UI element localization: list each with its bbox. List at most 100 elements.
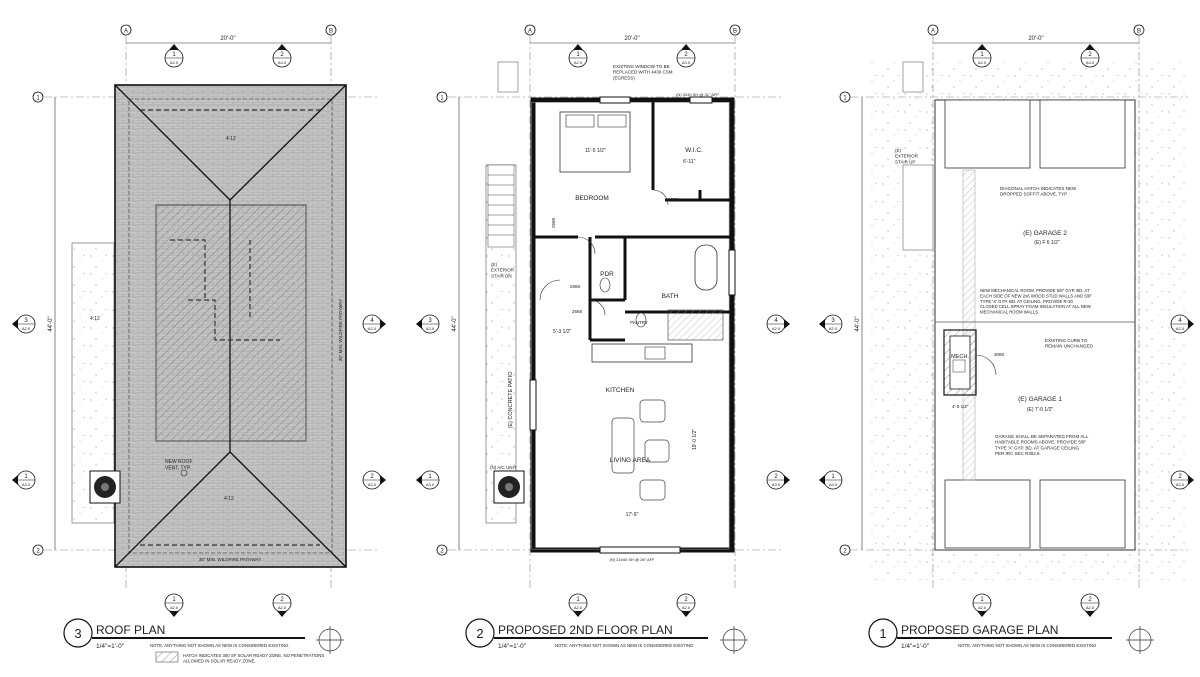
second-section-2-number: 2 <box>684 52 688 58</box>
second-plan-title: PROPOSED 2ND FLOOR PLAN <box>498 623 673 637</box>
roof-section-1-number: 1 <box>172 52 176 58</box>
dim-wic: 6'-11" <box>683 159 696 165</box>
roof-section-2b-sheet: A2.0 <box>278 605 287 610</box>
second-section-5-number: 1 <box>428 474 432 480</box>
roof-section-4-sheet: A2.0 <box>368 326 377 331</box>
garage-section-2b-sheet: A2.0 <box>1086 605 1095 610</box>
garage-grid-2-label: 2 <box>843 548 847 554</box>
roof-grid-2 <box>32 544 44 556</box>
door-tag-b: 2668 <box>570 284 581 289</box>
roof-grid-1 <box>32 91 44 103</box>
second-depth-dim: 44'-0" <box>452 316 458 331</box>
garage-mech-note: NEW MECHANICAL ROOM. PROVIDE 5/8" GYP. B… <box>980 288 1092 315</box>
dim-living-width: 17'-9" <box>626 512 639 518</box>
roof-ac-unit <box>89 470 121 504</box>
garage2-ceiling: (E) F 6 1/2" <box>1034 240 1060 246</box>
garage-plan-note: NOTE: ANYTHING NOT SHOWN AS NEW IS CONSI… <box>958 643 1097 648</box>
garage-section-6-number: 2 <box>1178 474 1182 480</box>
roof-section-4-number: 4 <box>370 318 374 324</box>
mech-door-tag: 3068 <box>994 352 1005 357</box>
garage-section-1-sheet: A2.0 <box>978 60 987 65</box>
roof-section-1b-number: 1 <box>172 597 176 603</box>
garage1-ceiling: (E) 7'-0 1/2" <box>1027 407 1054 413</box>
second-grid-2-label: 2 <box>440 548 444 554</box>
second-ac-unit <box>493 470 525 504</box>
garage-section-2b-number: 2 <box>1088 597 1092 603</box>
second-section-1b-number: 1 <box>576 597 580 603</box>
roof-plan: 20'-0" 44'-0" N <box>44 36 380 590</box>
second-plan-note: NOTE: ANYTHING NOT SHOWN AS NEW IS CONSI… <box>555 643 694 648</box>
garage-grid-b <box>1133 24 1145 36</box>
door-tag-d: 2668 <box>551 217 556 228</box>
roof-section-5-number: 1 <box>24 474 28 480</box>
second-section-4-sheet: A2.0 <box>772 326 781 331</box>
second-grid-1-label: 1 <box>440 95 444 101</box>
second-section-6-sheet: A3.0 <box>772 482 781 487</box>
garage-grid-2 <box>839 544 851 556</box>
roof-section-2-number: 2 <box>280 52 284 58</box>
second-section-3-number: 3 <box>428 318 432 324</box>
roof-slope-top: 4:12 <box>226 136 236 142</box>
garage-grid-1-label: 1 <box>843 95 847 101</box>
roof-grid-1-label: 1 <box>36 95 40 101</box>
second-section-2b-number: 2 <box>684 597 688 603</box>
second-section-1-number: 1 <box>576 52 580 58</box>
roof-section-3-sheet: A2.0 <box>22 326 31 331</box>
roof-section-1b-sheet: A2.0 <box>170 605 179 610</box>
room-bath: BATH <box>662 293 679 300</box>
room-kitchen: KITCHEN <box>606 387 635 394</box>
room-pdr: PDR <box>600 271 614 278</box>
second-grid-1 <box>436 91 448 103</box>
second-section-3-sheet: A2.0 <box>426 326 435 331</box>
second-section-1b-sheet: A2.0 <box>574 605 583 610</box>
garage-grid-1 <box>839 91 851 103</box>
room-garage1: (E) GARAGE 1 <box>1018 396 1062 403</box>
roof-plan-number: 3 <box>74 626 81 641</box>
second-section-1-sheet: A2.0 <box>574 60 583 65</box>
garage-plan-scale: 1/4"=1'-0" <box>901 643 930 650</box>
roof-width-dim: 20'-0" <box>220 36 235 42</box>
door-tag-c: 2668 <box>572 309 583 314</box>
roof-grid-a-label: A <box>124 28 128 34</box>
second-grid-b <box>729 24 741 36</box>
dim-mech: 4'-5 1/2" <box>952 404 969 409</box>
garage-width-dim: 20'-0" <box>1028 36 1043 42</box>
roof-plan-title: ROOF PLAN <box>96 623 165 637</box>
second-floor-plan: 20'-0" 44'-0" <box>448 36 784 590</box>
second-grid-a-label: A <box>528 28 532 34</box>
roof-grid-b-label: B <box>329 28 333 34</box>
second-plan-scale: 1/4"=1'-0" <box>498 643 527 650</box>
roof-slope-left: 4:12 <box>90 316 100 322</box>
room-pantry: PANTRY <box>630 320 648 325</box>
roof-section-6-sheet: A3.0 <box>368 482 377 487</box>
roof-pathway-side: 36" MIN. WILDFIRE PATHWAY <box>338 299 343 361</box>
roof-grid-2-label: 2 <box>36 548 40 554</box>
roof-depth-dim: 44'-0" <box>48 316 54 331</box>
garage-section-5-sheet: A3.0 <box>829 482 838 487</box>
roof-section-1-sheet: A2.0 <box>170 60 179 65</box>
garage-plan-title: PROPOSED GARAGE PLAN <box>901 623 1058 637</box>
garage-plan-number: 1 <box>879 626 886 641</box>
garage-depth-dim: 44'-0" <box>855 316 861 331</box>
roof-grid-b <box>325 24 337 36</box>
dim-bedroom: 11'-5 1/2" <box>585 148 606 154</box>
garage-section-4-number: 4 <box>1178 318 1182 324</box>
roof-section-2b-number: 2 <box>280 597 284 603</box>
dim-pdr: 5'-3 1/2" <box>553 329 572 335</box>
garage-grid-a <box>927 24 939 36</box>
roof-section-3-number: 3 <box>24 318 28 324</box>
garage-grid-b-label: B <box>1137 28 1141 34</box>
second-width-dim: 20'-0" <box>624 36 639 42</box>
roof-plan-legend: HATCH INDICATES 300 SF SOLAR READY ZONE.… <box>183 653 324 663</box>
garage-section-1b-number: 1 <box>980 597 984 603</box>
second-grid-a <box>524 24 536 36</box>
